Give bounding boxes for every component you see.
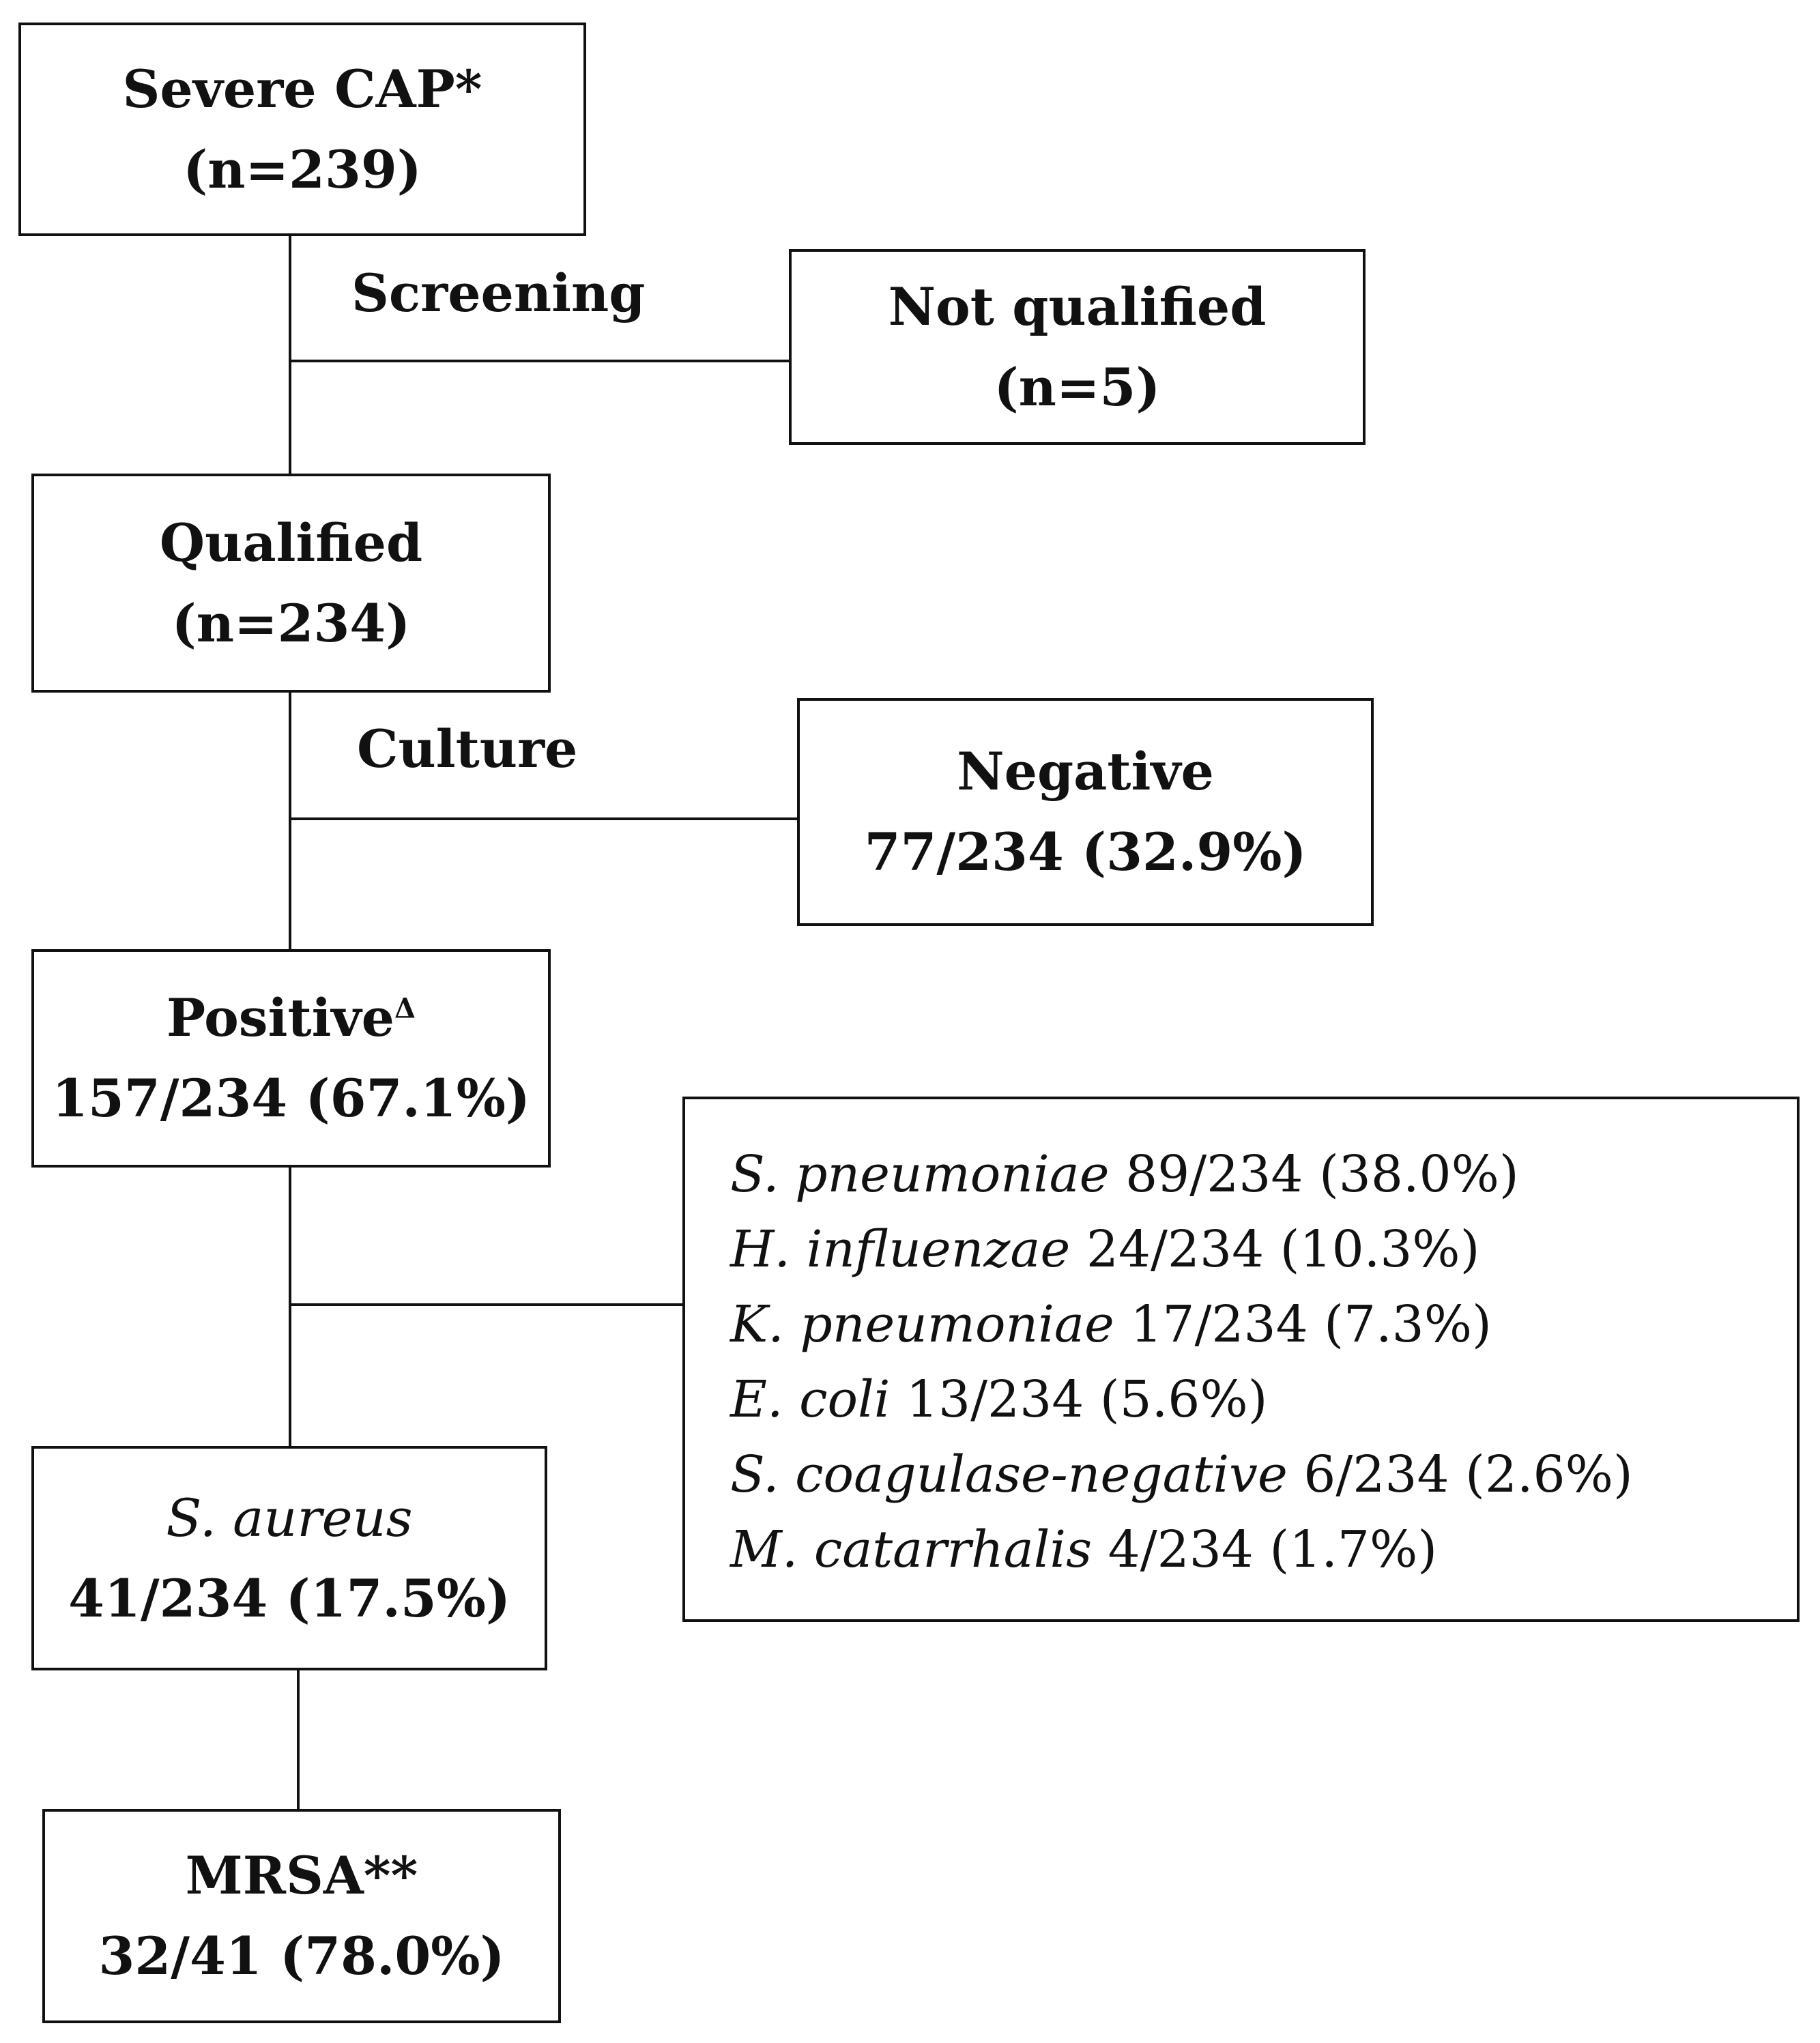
organism-name: K. pneumoniae: [730, 1295, 1114, 1354]
organism-item: E. coli 13/234 (5.6%): [730, 1362, 1268, 1437]
organism-value: 13/234 (5.6%): [906, 1370, 1268, 1429]
severe-cap-count: (n=239): [183, 139, 422, 200]
organism-name: S. pneumoniae: [730, 1145, 1110, 1204]
organism-value: 89/234 (38.0%): [1125, 1145, 1519, 1204]
positive-title-row: PositiveΔ: [167, 978, 416, 1058]
organism-item: K. pneumoniae 17/234 (7.3%): [730, 1287, 1492, 1362]
positive-box: PositiveΔ 157/234 (67.1%): [31, 949, 551, 1168]
s-aureus-count: 41/234 (17.5%): [68, 1567, 510, 1629]
negative-title: Negative: [957, 741, 1214, 802]
severe-cap-title: Severe CAP*: [122, 58, 482, 119]
organism-item: S. coagulase-negative 6/234 (2.6%): [730, 1437, 1633, 1512]
negative-box: Negative 77/234 (32.9%): [797, 698, 1374, 926]
organisms-box: S. pneumoniae 89/234 (38.0%) H. influenz…: [682, 1097, 1800, 1622]
mrsa-title: MRSA**: [185, 1845, 418, 1906]
s-aureus-title: S. aureus: [166, 1487, 413, 1548]
organism-item: H. influenzae 24/234 (10.3%): [730, 1212, 1480, 1287]
culture-label: Culture: [357, 719, 578, 779]
positive-title: Positive: [167, 987, 394, 1048]
organism-name: H. influenzae: [730, 1220, 1071, 1279]
not-qualified-box: Not qualified (n=5): [789, 249, 1366, 445]
organism-name: S. coagulase-negative: [730, 1445, 1288, 1504]
severe-cap-box: Severe CAP* (n=239): [18, 23, 586, 236]
organism-name: E. coli: [730, 1370, 891, 1429]
organism-item: M. catarrhalis 4/234 (1.7%): [730, 1512, 1437, 1587]
screening-label: Screening: [351, 263, 646, 323]
not-qualified-title: Not qualified: [888, 276, 1267, 337]
mrsa-box: MRSA** 32/41 (78.0%): [42, 1809, 561, 2023]
organism-item: S. pneumoniae 89/234 (38.0%): [730, 1137, 1519, 1212]
qualified-box: Qualified (n=234): [31, 474, 551, 693]
organism-name: M. catarrhalis: [730, 1520, 1093, 1579]
mrsa-count: 32/41 (78.0%): [98, 1926, 505, 1986]
not-qualified-count: (n=5): [994, 356, 1161, 418]
positive-count: 157/234 (67.1%): [52, 1068, 530, 1129]
organism-value: 4/234 (1.7%): [1108, 1520, 1438, 1579]
s-aureus-box: S. aureus 41/234 (17.5%): [31, 1446, 547, 1670]
organism-value: 6/234 (2.6%): [1303, 1445, 1633, 1504]
positive-marker: Δ: [394, 992, 416, 1025]
qualified-title: Qualified: [159, 512, 423, 573]
organism-value: 24/234 (10.3%): [1086, 1220, 1480, 1279]
qualified-count: (n=234): [171, 592, 411, 654]
organism-value: 17/234 (7.3%): [1130, 1295, 1492, 1354]
negative-count: 77/234 (32.9%): [864, 822, 1307, 882]
